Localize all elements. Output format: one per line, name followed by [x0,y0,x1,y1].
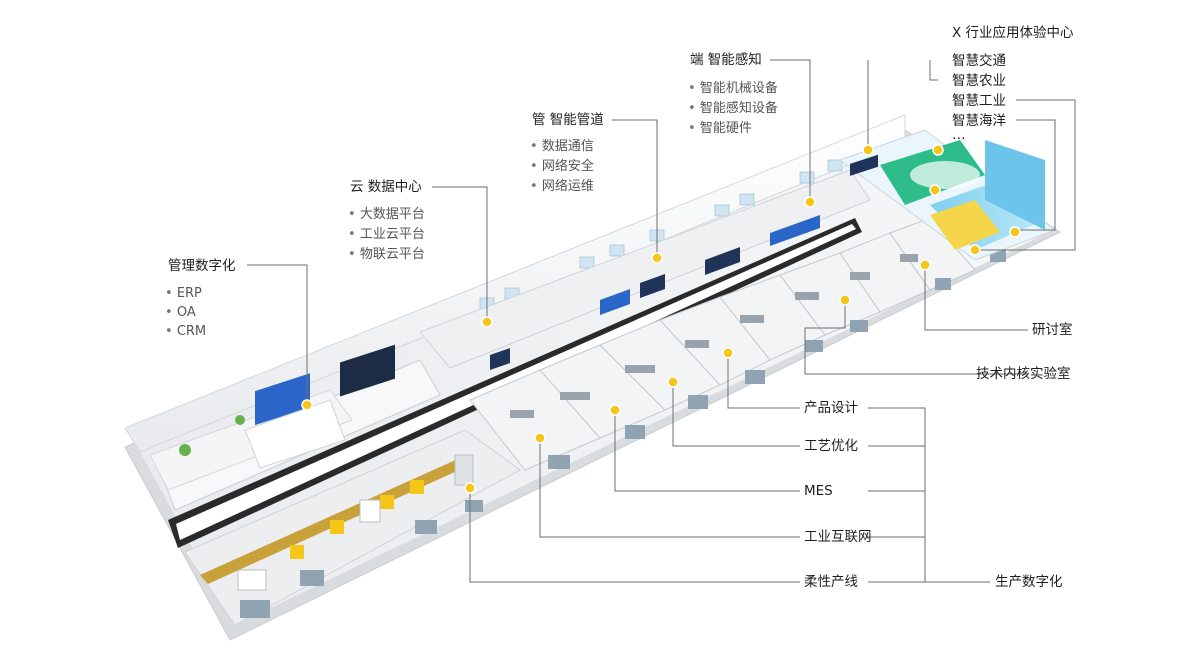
office-strip [419,169,871,369]
management-item-crm: CRM [165,323,206,341]
room-desks [510,254,918,418]
production-item-iiot: 工业互联网 [804,529,872,545]
production-item-process: 工艺优化 [804,438,858,454]
production-rooms [469,217,976,471]
management-item-oa: OA [165,304,196,322]
industry-item-industry: 智慧工业 [952,93,1006,109]
industry-item-agriculture: 智慧农业 [952,73,1006,89]
reception-area [149,344,395,491]
production-item-design: 产品设计 [804,400,858,416]
edge-item-sensing: 智能感知设备 [688,100,778,118]
management-item-erp: ERP [165,285,202,303]
pipe-item-ops: 网络运维 [530,178,594,196]
industry-item-more: … [952,127,966,143]
industry-title: X 行业应用体验中心 [952,25,1074,41]
production-line-zone [184,429,521,626]
edge-item-machinery: 智能机械设备 [688,80,778,98]
cloud-item-industrial-cloud: 工业云平台 [348,226,425,244]
edge-item-hardware: 智能硬件 [688,120,752,138]
production-group-label: 生产数字化 [995,574,1063,590]
core-lab-label: 技术内核实验室 [976,366,1071,382]
pipe-item-security: 网络安全 [530,158,594,176]
management-title: 管理数字化 [168,258,236,274]
pipe-item-comm: 数据通信 [530,138,594,156]
production-item-flexible-line: 柔性产线 [804,574,858,590]
server-screens [490,215,820,370]
pipe-title: 管 智能管道 [532,112,604,128]
door-windows [240,250,1006,618]
seminar-room-label: 研讨室 [1032,322,1073,338]
dot-marker-icon [301,144,1021,494]
industry-item-traffic: 智慧交通 [952,53,1006,69]
edge-title: 端 智能感知 [690,52,762,68]
cloud-title: 云 数据中心 [350,179,422,195]
leader-lines [247,59,1076,583]
cloud-item-iot-cloud: 物联云平台 [348,246,425,264]
cloud-item-bigdata: 大数据平台 [348,206,425,224]
industry-item-ocean: 智慧海洋 [952,113,1006,129]
production-item-mes: MES [804,483,833,499]
